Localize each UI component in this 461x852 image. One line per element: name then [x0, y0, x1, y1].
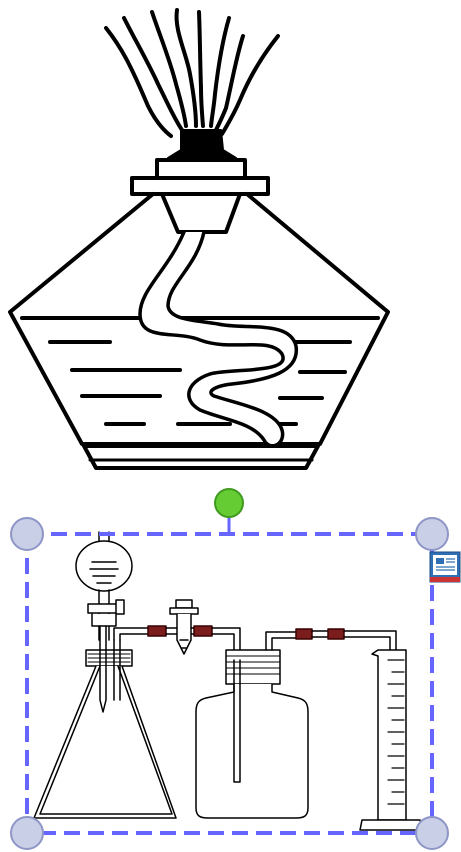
rotate-handle[interactable] [215, 489, 243, 517]
collar [157, 160, 245, 178]
resize-handle-top-left[interactable] [11, 518, 43, 550]
lamp-base [84, 446, 318, 468]
resize-handle-bottom-right[interactable] [416, 817, 448, 849]
resize-handle-bottom-left[interactable] [11, 817, 43, 849]
neck [162, 194, 240, 232]
resize-handle-top-right[interactable] [416, 518, 448, 550]
neck-ring [132, 178, 268, 194]
object-menu-icon[interactable] [430, 552, 460, 582]
